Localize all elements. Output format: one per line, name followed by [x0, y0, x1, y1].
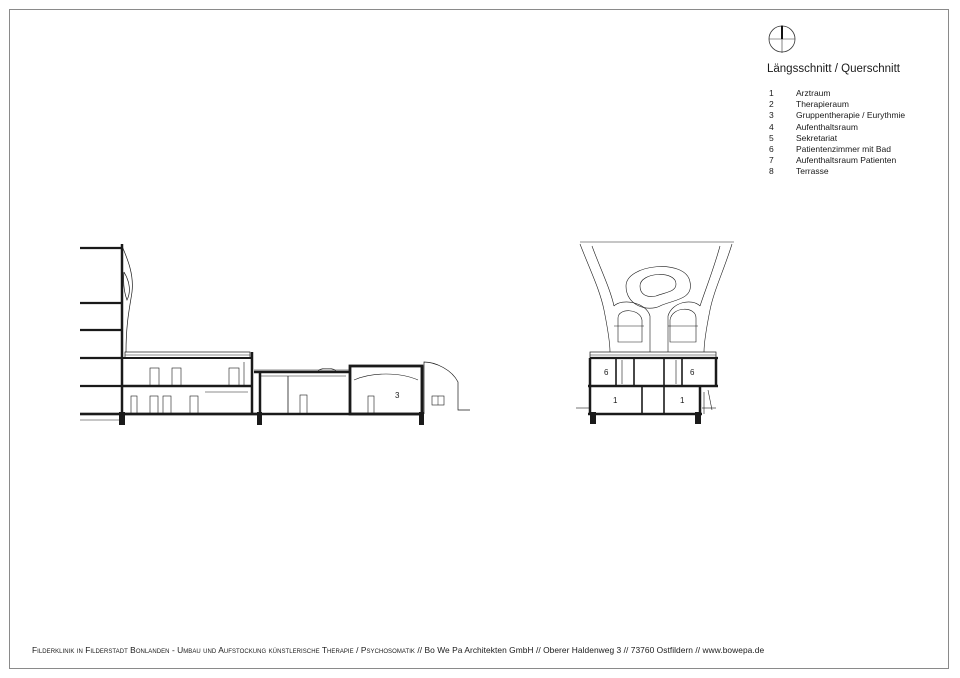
legend-number: 8 — [769, 166, 774, 177]
existing-organic-building — [579, 241, 734, 353]
legend-label: Patientenzimmer mit Bad — [796, 144, 891, 155]
legend-number: 5 — [769, 132, 774, 143]
legend-label: Terrasse — [796, 166, 829, 177]
legend-label: Gruppentherapie / Eurythmie — [796, 110, 906, 121]
legend-item: 2 Therapieraum — [769, 99, 905, 110]
legend-label: Aufenthaltsraum Patienten — [796, 155, 897, 166]
room-legend: 1 Arztraum 2 Therapieraum 3 Gruppentherapie… — [769, 88, 905, 178]
drawing-sheet-frame — [9, 9, 949, 669]
room-number-label: 6 — [604, 368, 609, 377]
north-arrow-icon — [768, 25, 796, 53]
legend-number: 7 — [769, 155, 774, 166]
cross-foundation-footings — [590, 412, 701, 424]
tower-organic-facade — [121, 245, 133, 353]
foundation-footings — [119, 412, 424, 425]
legend-label: Therapieraum — [796, 99, 849, 110]
legend-number: 3 — [769, 110, 774, 121]
legend-number: 2 — [769, 99, 774, 110]
legend-number: 6 — [769, 144, 774, 155]
legend-item: 8 Terrasse — [769, 166, 905, 177]
legend-label: Sekretariat — [796, 132, 838, 143]
legend-item: 5 Sekretariat — [769, 133, 905, 144]
neighbour-building — [423, 361, 470, 414]
room-number-label: 3 — [395, 391, 400, 400]
legend-item: 1 Arztraum — [769, 88, 905, 99]
room-number-label: 1 — [680, 396, 685, 405]
legend-item: 7 Aufenthaltsraum Patienten — [769, 155, 905, 166]
legend-item: 4 Aufenthaltsraum — [769, 122, 905, 133]
room-3-outline — [348, 364, 424, 416]
cross-section — [576, 241, 734, 424]
legend-label: Arztraum — [796, 88, 831, 98]
room-number-label: 6 — [690, 368, 695, 377]
long-section — [80, 244, 470, 425]
legend-number: 1 — [769, 88, 774, 98]
legend-label: Aufenthaltsraum — [796, 121, 858, 132]
room-number-label: 1 — [613, 396, 618, 405]
project-name: Filderklinik in Filderstadt Bonlanden - … — [32, 645, 415, 655]
drawing-title: Längsschnitt / Querschnitt — [767, 63, 900, 75]
legend-item: 6 Patientenzimmer mit Bad — [769, 144, 905, 155]
title-block-footer: Filderklinik in Filderstadt Bonlanden - … — [32, 645, 764, 655]
legend-number: 4 — [769, 121, 774, 132]
office-address: // Bo We Pa Architekten GmbH // Oberer H… — [414, 645, 765, 655]
existing-tower-slabs — [80, 246, 122, 416]
legend-item: 3 Gruppentherapie / Eurythmie — [769, 110, 905, 121]
